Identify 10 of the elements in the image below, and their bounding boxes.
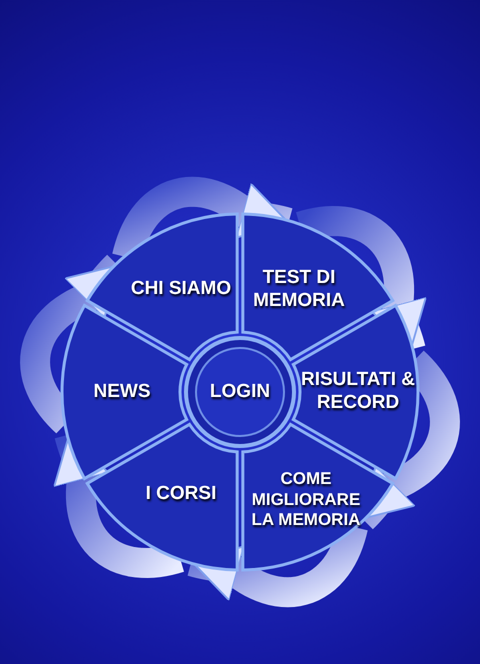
segment-label: TEST DI MEMORIA xyxy=(252,267,346,313)
wheel-segment xyxy=(60,304,188,480)
segment-label: RISULTATI & RECORD xyxy=(300,369,416,415)
login-label: LOGIN xyxy=(210,380,270,404)
wheel-segment xyxy=(241,422,394,572)
segment-label: I CORSI xyxy=(146,482,216,506)
segment-label: COME MIGLIORARE LA MEMORIA xyxy=(250,469,362,531)
wheel-segment xyxy=(86,422,239,572)
segment-label: CHI SIAMO xyxy=(130,278,232,302)
segment-label: NEWS xyxy=(94,380,150,404)
